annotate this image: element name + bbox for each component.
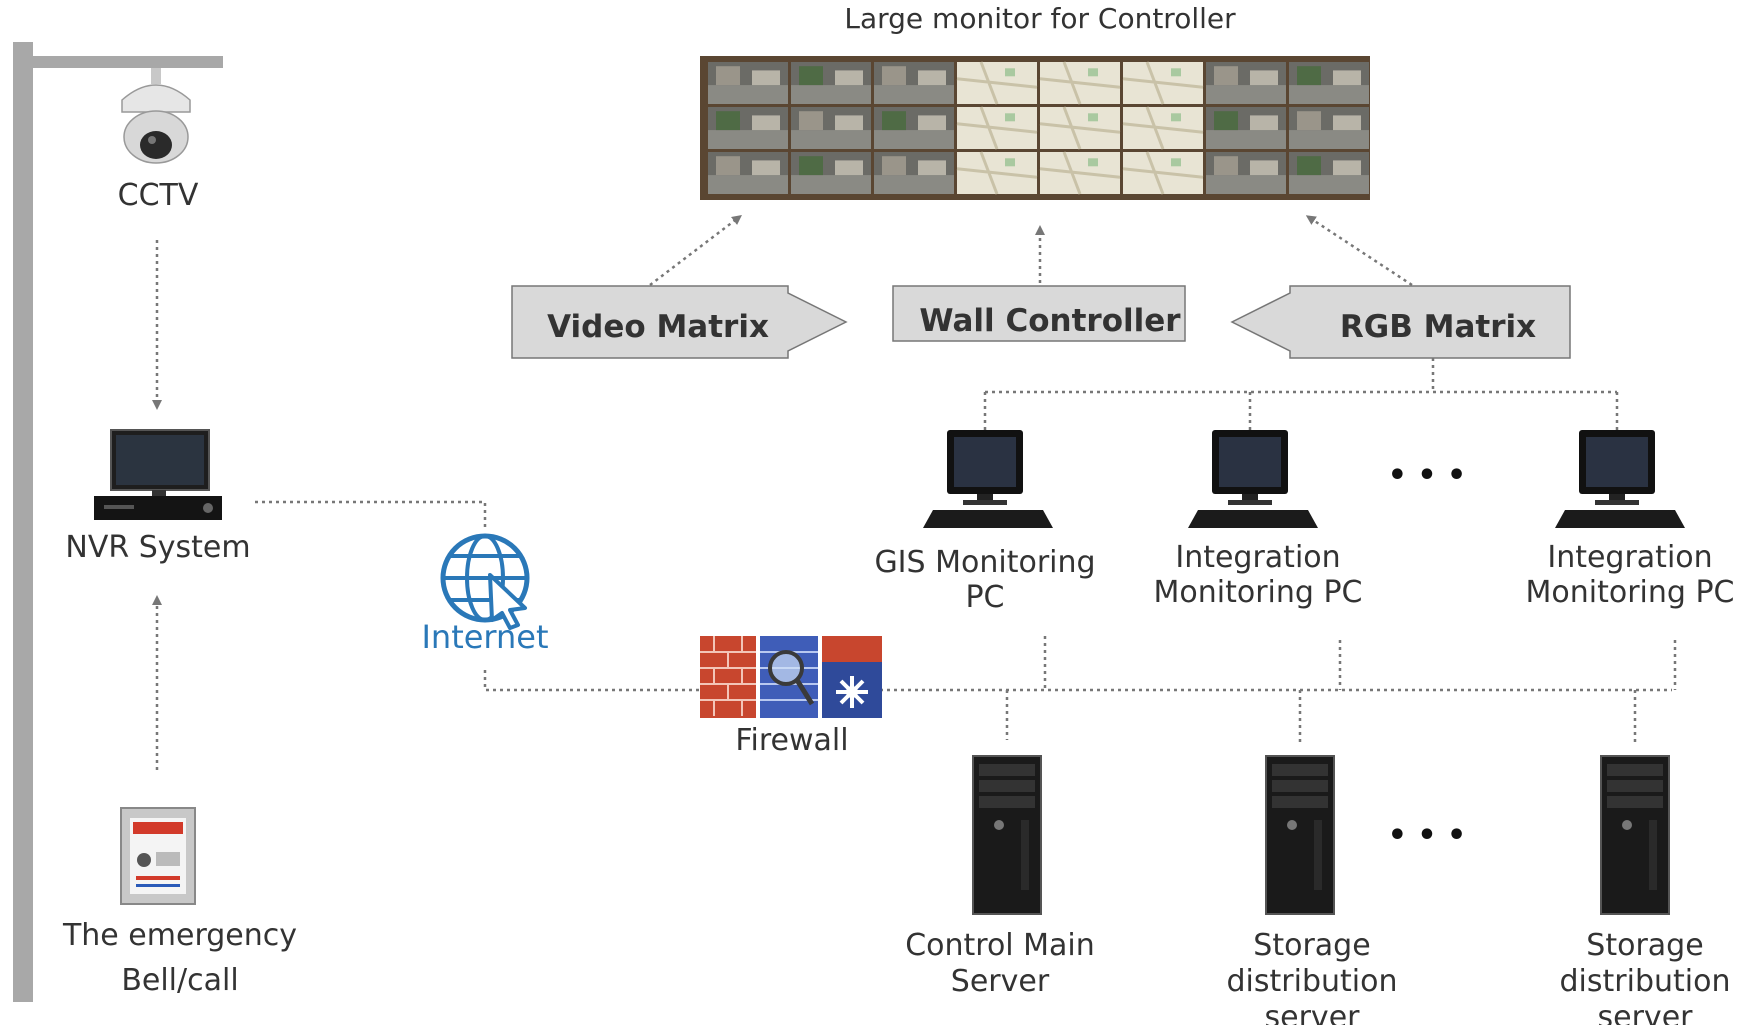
map-tile: [956, 151, 1038, 195]
large-monitor-video-wall: [700, 56, 1370, 200]
server-tower-icon: [1600, 755, 1670, 915]
map-tile: [1122, 151, 1204, 195]
wall-controller-block: [892, 285, 1186, 342]
server-label: Server: [951, 964, 1050, 999]
monitoring-pc-label: Monitoring PC: [1153, 575, 1362, 610]
nvr-label: NVR System: [65, 530, 250, 565]
map-tile: [1039, 61, 1121, 105]
camera-feed-tile: [708, 62, 788, 104]
monitoring-pc-label: GIS Monitoring: [874, 545, 1095, 580]
map-tile: [956, 106, 1038, 150]
monitoring-pc-icon: [923, 430, 1053, 528]
server-label: Control Main: [905, 928, 1095, 963]
link-internet-firewall: [483, 670, 700, 692]
camera-feed-tile: [874, 152, 954, 194]
server-row: Control MainServerStoragedistributionser…: [905, 755, 1731, 1025]
camera-feed-tile: [1289, 107, 1369, 149]
monitoring-pc-label: Monitoring PC: [1525, 575, 1734, 610]
map-tile: [956, 61, 1038, 105]
monitoring-pc-label: Integration: [1175, 540, 1340, 575]
rgb-matrix-block: [1230, 285, 1571, 359]
rgb-matrix-label: RGB Matrix: [1340, 309, 1536, 345]
bell-label-line1: The emergency: [62, 918, 297, 953]
camera-feed-tile: [791, 62, 871, 104]
cctv-label: CCTV: [118, 178, 199, 213]
firewall-label: Firewall: [735, 723, 848, 758]
video-matrix-label: Video Matrix: [547, 309, 769, 345]
camera-feed-tile: [874, 62, 954, 104]
server-ellipsis: • • •: [1388, 818, 1466, 853]
server-tower-icon: [972, 755, 1042, 915]
camera-feed-tile: [1206, 152, 1286, 194]
pole: [13, 42, 223, 1002]
camera-feed-tile: [1289, 62, 1369, 104]
map-tile: [1122, 61, 1204, 105]
monitor-title: Large monitor for Controller: [844, 2, 1236, 35]
arrow-video-matrix-to-monitor: [649, 214, 742, 286]
server-label: distribution: [1227, 964, 1398, 999]
monitoring-pc-label: Integration: [1547, 540, 1712, 575]
map-tile: [1039, 106, 1121, 150]
camera-feed-tile: [874, 107, 954, 149]
map-tile: [1039, 151, 1121, 195]
firewall-icon: [700, 636, 882, 718]
video-matrix-block: [511, 285, 848, 359]
monitoring-pc-icon: [1188, 430, 1318, 528]
camera-feed-tile: [708, 107, 788, 149]
nvr-system-icon: [94, 429, 222, 520]
camera-feed-tile: [1289, 152, 1369, 194]
server-label: server: [1265, 1000, 1361, 1025]
internet-label: Internet: [421, 618, 548, 656]
arrow-rgb-matrix-to-monitor: [1305, 215, 1413, 287]
wall-controller-label: Wall Controller: [919, 303, 1181, 339]
cctv-camera-icon: [121, 68, 191, 164]
camera-feed-tile: [791, 152, 871, 194]
camera-feed-tile: [791, 107, 871, 149]
camera-feed-tile: [708, 152, 788, 194]
internet-globe-icon: [440, 533, 530, 630]
camera-feed-tile: [1206, 62, 1286, 104]
pc-ellipsis: • • •: [1388, 458, 1466, 493]
camera-feed-tile: [1206, 107, 1286, 149]
bell-label-line2: Bell/call: [121, 963, 238, 998]
monitoring-pc-icon: [1555, 430, 1685, 528]
monitoring-pc-label: PC: [965, 580, 1004, 615]
map-tile: [1122, 106, 1204, 150]
server-label: server: [1598, 1000, 1694, 1025]
server-label: Storage: [1253, 928, 1370, 963]
emergency-bell-icon: [120, 807, 196, 905]
server-label: Storage: [1586, 928, 1703, 963]
link-nvr-internet: [255, 500, 487, 530]
server-tower-icon: [1265, 755, 1335, 915]
server-label: distribution: [1560, 964, 1731, 999]
